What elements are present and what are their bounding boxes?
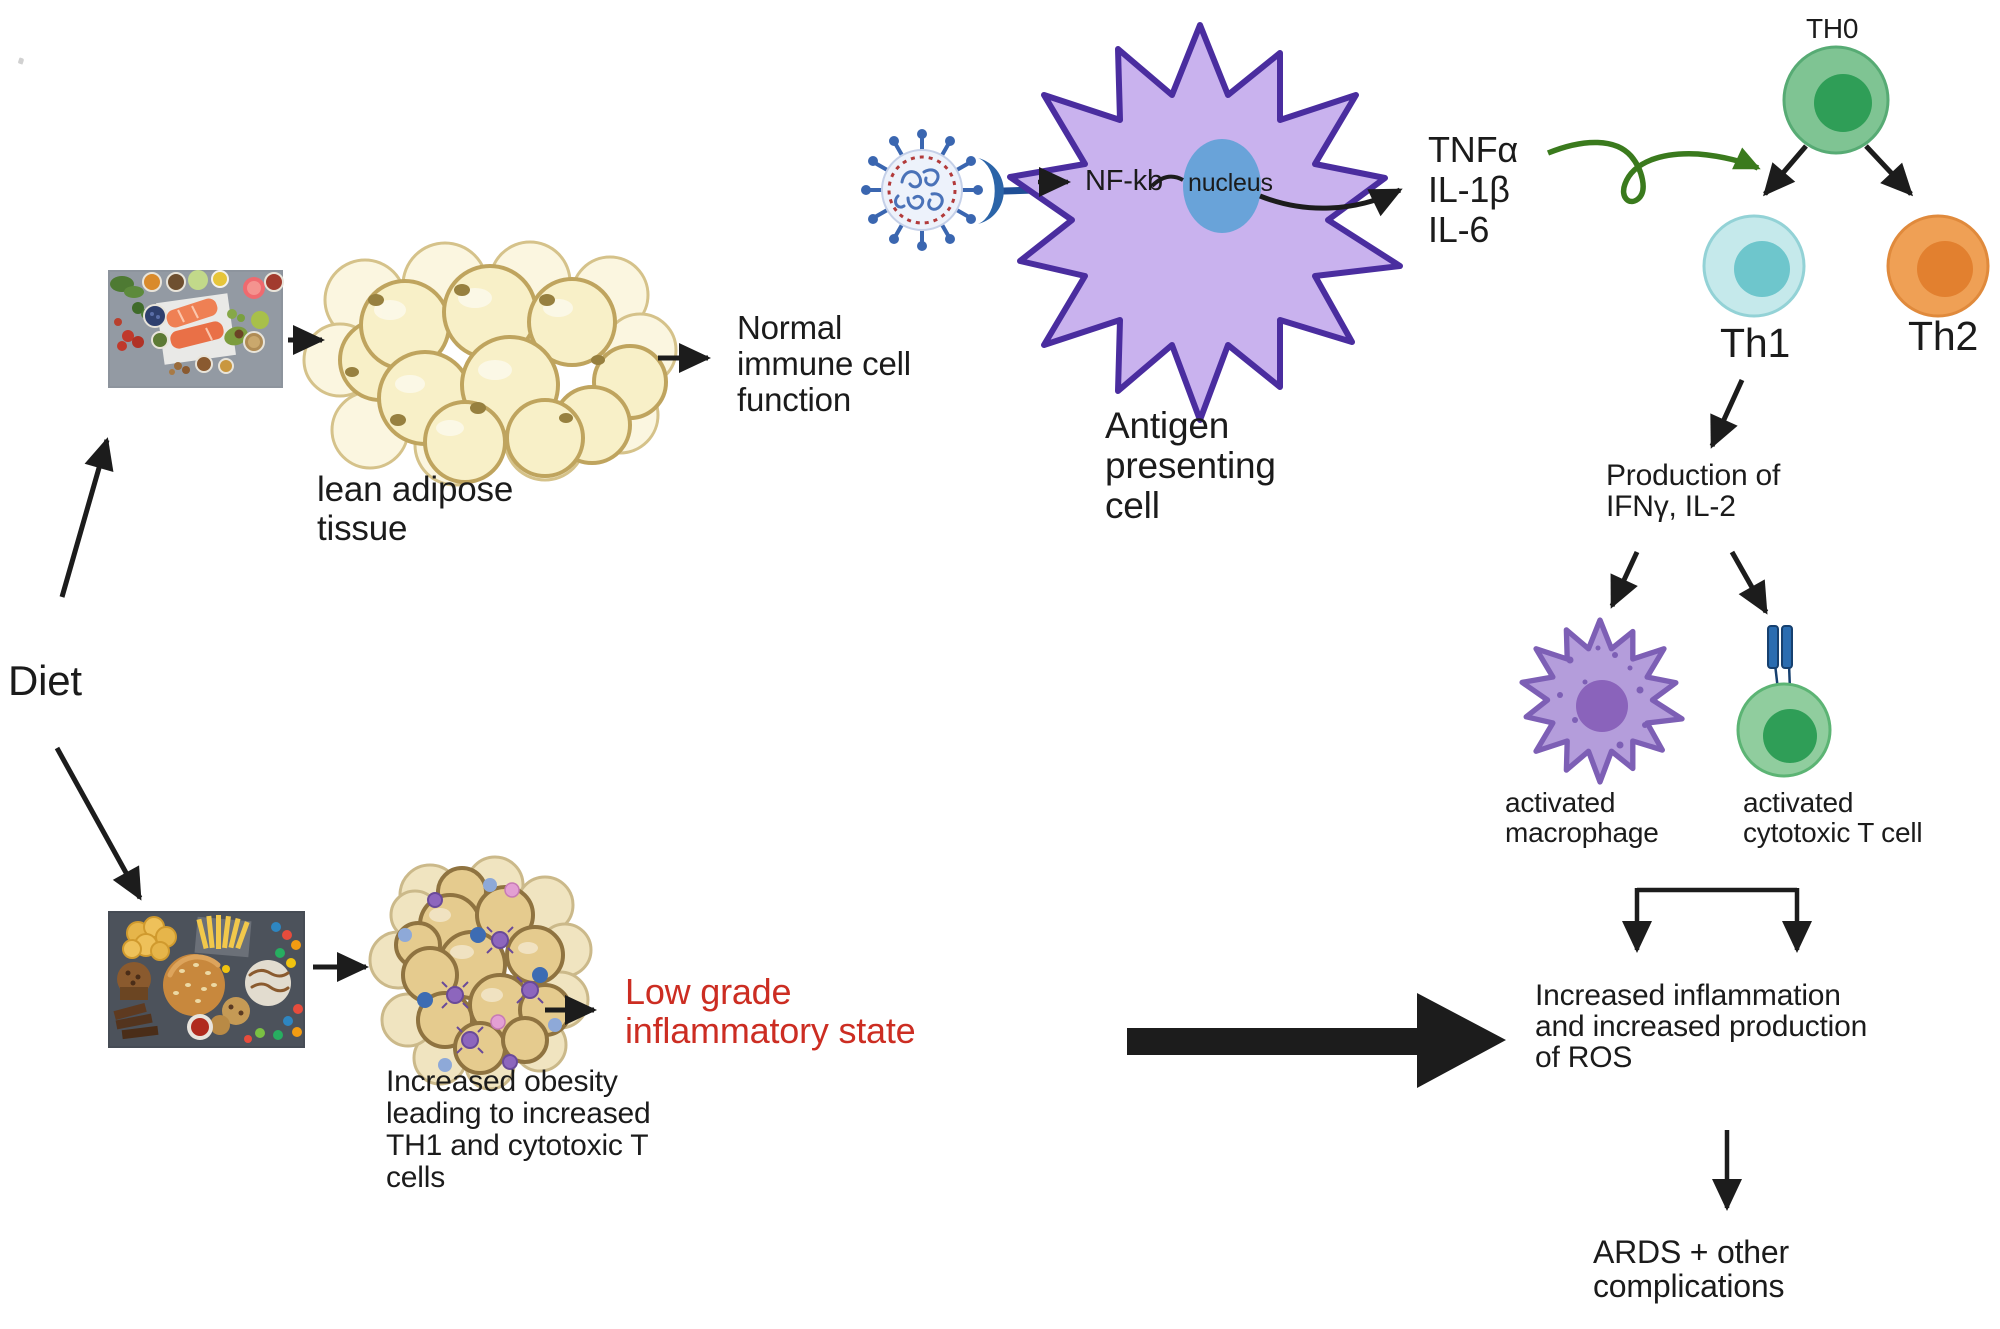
obese-immune-cells <box>398 878 562 1072</box>
lean-adipose-tissue-illustration <box>302 240 678 487</box>
normal-immune-label: Normal immune cell function <box>737 309 911 418</box>
th0-cell <box>1782 45 1890 155</box>
thick-arrow <box>1127 993 1506 1088</box>
arrow-th0-to-th2 <box>1864 144 1914 197</box>
green-arrow-cytokines-to-th1 <box>1546 139 1761 205</box>
th1-cell <box>1702 214 1806 318</box>
activated-macrophage-label: activated macrophage <box>1505 787 1659 848</box>
healthy-food-photo <box>108 270 284 388</box>
obese-adipose-tissue-illustration <box>368 855 593 1091</box>
arrow-production-to-cytotoxic <box>1729 550 1769 615</box>
virus-icon <box>861 129 1070 251</box>
nucleus-label: nucleus <box>1188 169 1273 197</box>
arrow-diet-to-junk-food <box>54 746 143 901</box>
activated-macrophage-illustration <box>1519 617 1685 785</box>
cytokines-label: TNFα IL-1β IL-6 <box>1428 129 1518 250</box>
bracket-connector <box>1622 887 1812 953</box>
th2-cell <box>1886 214 1990 318</box>
ards-label: ARDS + other complications <box>1593 1234 1789 1304</box>
apc-nucleus-shape <box>1183 139 1261 233</box>
antigen-presenting-cell-illustration <box>1007 22 1403 423</box>
arrows <box>54 139 1914 1211</box>
activated-cytotoxic-t-cell-illustration <box>1736 625 1832 778</box>
production-label: Production of IFNγ, IL-2 <box>1606 459 1781 523</box>
virus-receptor <box>978 158 1004 224</box>
arrow-th1-to-production <box>1709 378 1745 449</box>
activated-cytotoxic-label: activated cytotoxic T cell <box>1743 787 1923 848</box>
inflammation-ros-label: Increased inflammation and increased pro… <box>1535 979 1868 1074</box>
arrow-nucleus-to-cytokines <box>1259 187 1403 217</box>
diet-label: Diet <box>8 657 82 704</box>
th0-label: TH0 <box>1806 13 1859 44</box>
apc-label: Antigen presenting cell <box>1105 405 1276 526</box>
nfkb-label: NF-kb <box>1085 165 1163 197</box>
th2-label: Th2 <box>1908 313 1979 359</box>
arrow-th0-to-th1 <box>1763 144 1808 197</box>
lean-adipose-label: lean adipose tissue <box>317 470 514 548</box>
arrow-production-to-macrophage <box>1609 550 1640 609</box>
low-grade-label: Low grade inflammatory state <box>625 971 916 1051</box>
curve-nfkb-to-nucleus <box>1150 174 1184 188</box>
increased-obesity-label: Increased obesity leading to increased T… <box>386 1065 651 1194</box>
th1-label: Th1 <box>1720 320 1791 366</box>
junk-food-photo <box>108 911 305 1048</box>
arrow-diet-to-healthy-food <box>59 437 114 598</box>
